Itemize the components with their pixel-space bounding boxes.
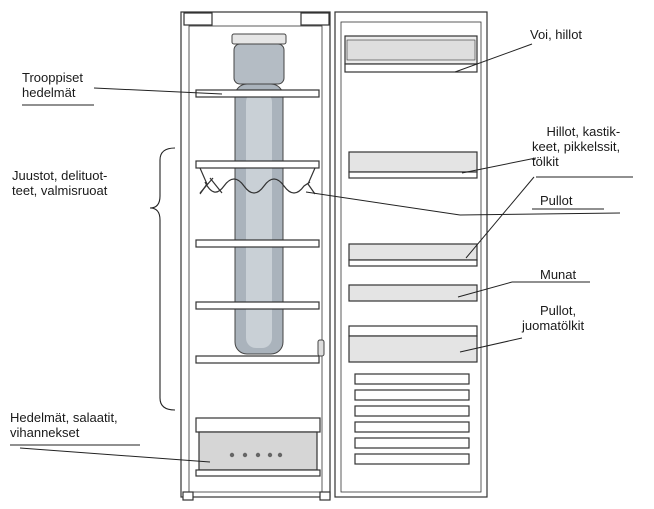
- door-bins: [344, 35, 478, 363]
- air-duct: [231, 33, 287, 355]
- label-voi: Voi, hillot: [530, 27, 582, 42]
- label-juustot: Juustot, delituot- teet, valmisruoat: [12, 168, 107, 198]
- label-bracket: [149, 147, 176, 411]
- label-munat: Munat: [540, 267, 576, 282]
- fridge-cabinet: [180, 11, 331, 501]
- label-trooppiset-line2: hedelmät: [22, 85, 76, 100]
- label-pullot2-line1: Pullot,: [540, 303, 577, 318]
- label-hedelmat: Hedelmät, salaatit, vihannekset: [10, 410, 118, 440]
- label-pullot: Pullot: [540, 193, 573, 208]
- label-trooppiset-line1: Trooppiset: [22, 70, 83, 85]
- label-pullot-line1: Pullot: [540, 193, 573, 208]
- label-hedelmat-line1: Hedelmät, salaatit,: [10, 410, 118, 425]
- label-hillot-line1: Hillot, kastik-: [546, 124, 621, 139]
- bottle-rack: [199, 167, 316, 195]
- label-juustot-line2: teet, valmisruoat: [12, 183, 108, 198]
- label-hedelmat-line2: vihannekset: [10, 425, 80, 440]
- label-voi-line1: Voi, hillot: [530, 27, 583, 42]
- label-hillot-line2: keet, pikkelssit,: [532, 139, 621, 154]
- label-juustot-line1: Juustot, delituot-: [12, 168, 108, 183]
- label-munat-line1: Munat: [540, 267, 577, 282]
- label-trooppiset: Trooppiset hedelmät: [22, 70, 83, 100]
- door-catch: [317, 339, 325, 357]
- fridge-shelves: [195, 89, 320, 364]
- label-hillot-line3: tölkit: [532, 154, 559, 169]
- leader-lines: [19, 43, 621, 463]
- label-pullot-juomatolkit: Pullot, juomatölkit: [522, 303, 584, 333]
- label-hillot: Hillot, kastik- keet, pikkelssit, tölkit: [532, 124, 621, 169]
- label-underlines: [10, 104, 633, 446]
- crisper-drawer: [195, 417, 321, 477]
- label-pullot2-line2: juomatölkit: [522, 318, 585, 333]
- door-grille: [354, 373, 470, 465]
- fridge-door: [334, 11, 488, 498]
